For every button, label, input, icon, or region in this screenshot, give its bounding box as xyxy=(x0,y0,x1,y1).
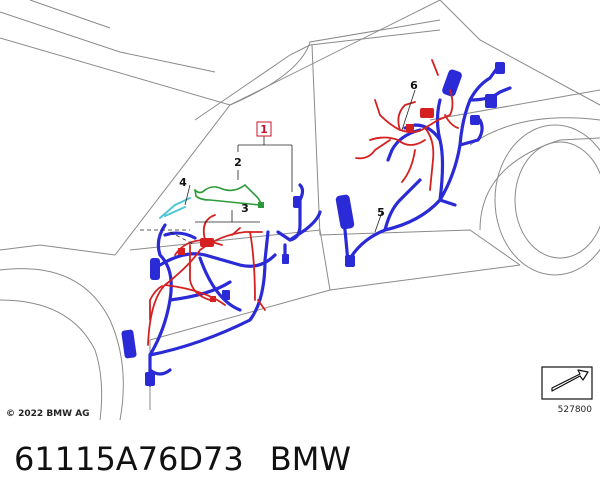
callout-5: 5 xyxy=(377,206,385,219)
rear-connectors-red xyxy=(406,108,434,132)
harness-4-cyan xyxy=(159,197,191,219)
rear-door-harness-red xyxy=(355,59,459,191)
reference-number: 527800 xyxy=(558,405,593,415)
front-connectors-blue xyxy=(121,196,301,386)
part-number: 61115A76D73 xyxy=(14,440,244,478)
callout-leaders xyxy=(140,89,416,246)
callout-6: 6 xyxy=(410,79,418,92)
rear-connectors-blue xyxy=(335,62,505,267)
callout-1-box xyxy=(256,121,272,137)
copyright-notice: © 2022 BMW AG xyxy=(6,409,90,419)
front-connectors-red xyxy=(178,238,216,302)
part-caption: 61115A76D73 BMW xyxy=(14,440,351,478)
callout-4: 4 xyxy=(179,176,187,189)
harness-2-connector xyxy=(258,202,264,208)
brand-name: BMW xyxy=(269,440,351,478)
harness-2-green xyxy=(194,183,263,206)
callout-1: 1 xyxy=(260,123,268,136)
wiring-harness-diagram: 1 2 3 4 5 6 © 2022 BMW AG 527800 xyxy=(0,0,600,421)
direction-arrow-icon xyxy=(541,366,593,400)
callout-3: 3 xyxy=(241,202,249,215)
rear-door-harness-blue xyxy=(340,62,512,264)
car-body-outline xyxy=(0,0,600,421)
callout-2: 2 xyxy=(234,156,242,169)
rear-wheel xyxy=(494,124,600,276)
front-door-harness-blue xyxy=(148,183,322,387)
front-door-harness-red xyxy=(147,214,266,346)
